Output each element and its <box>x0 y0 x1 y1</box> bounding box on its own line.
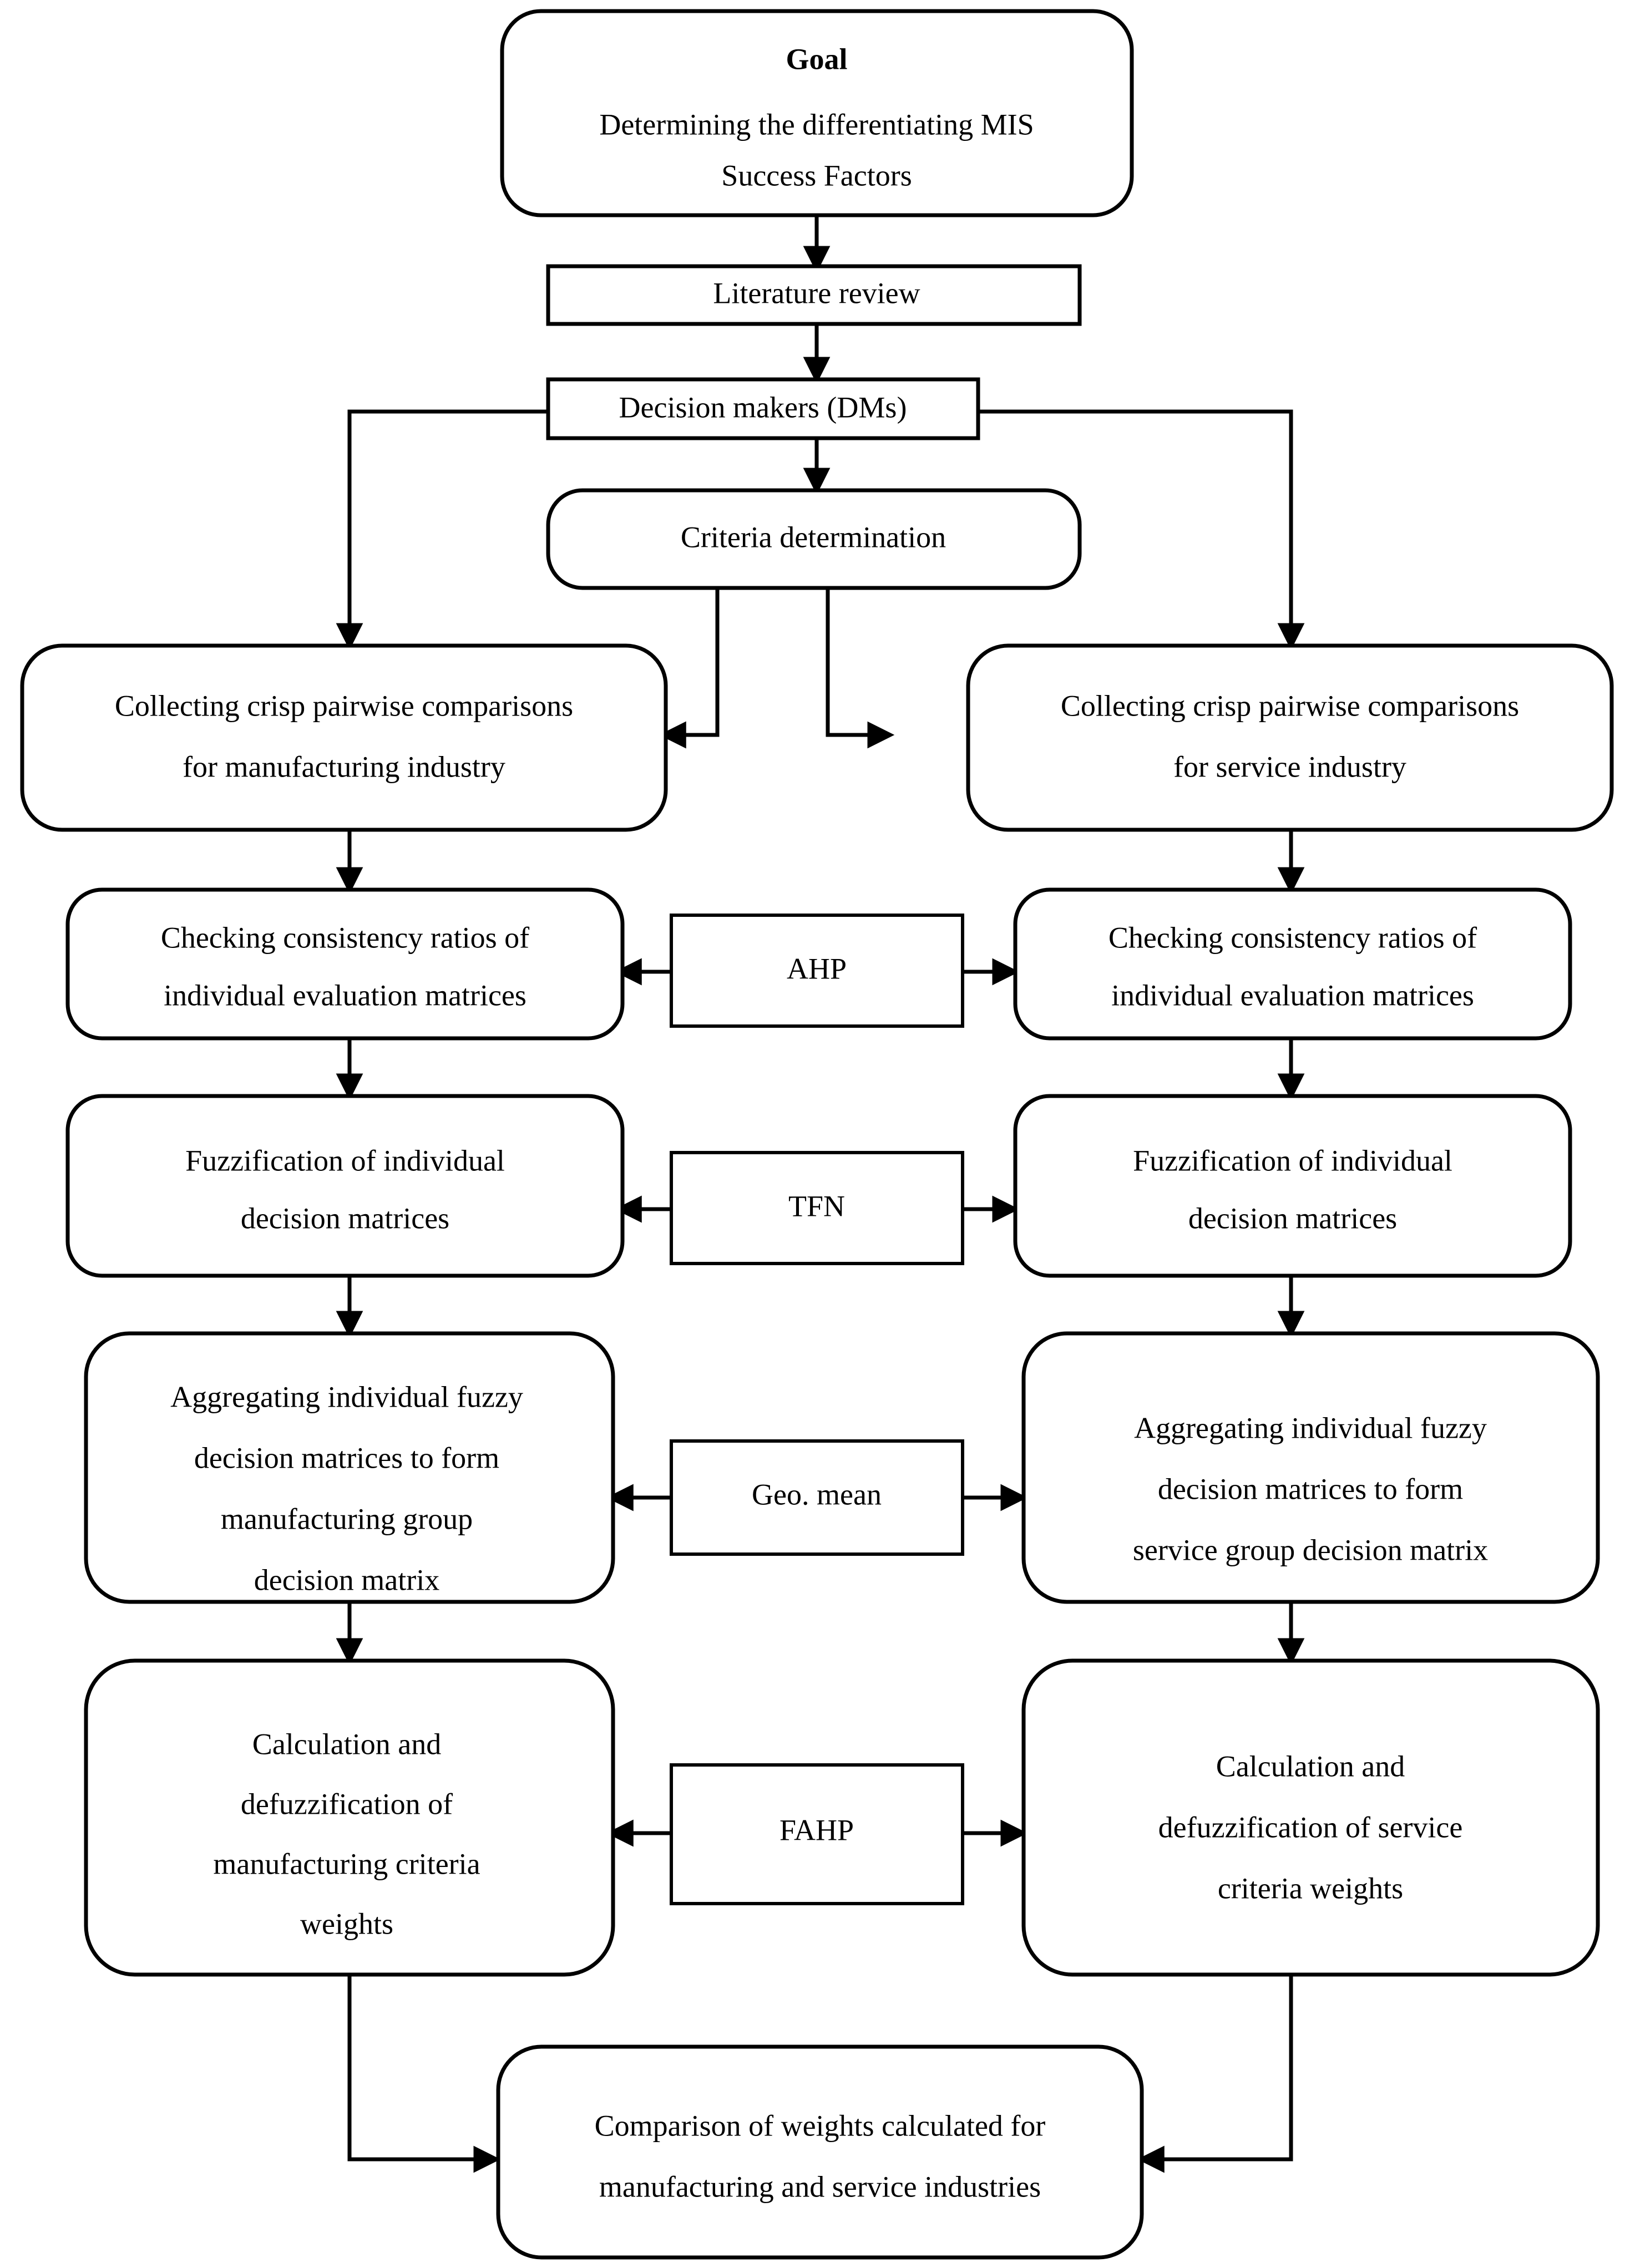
node-collect-manufacturing-line1: Collecting crisp pairwise comparisons <box>115 689 573 722</box>
node-criteria-determination[interactable]: Criteria determination <box>546 488 1082 590</box>
connector-weights-manufacturing-to-comparison <box>347 1975 501 2173</box>
node-aggregate-service-line2: decision matrices to form <box>1158 1472 1463 1505</box>
node-ahp[interactable]: AHP <box>670 914 964 1028</box>
node-fahp-shape <box>670 1763 964 1905</box>
node-fuzzification-manufacturing-shape <box>65 1094 625 1278</box>
node-literature-review[interactable]: Literature review <box>546 264 1082 326</box>
node-weights-manufacturing-shape <box>84 1658 615 1977</box>
node-goal-heading: Goal <box>786 42 847 75</box>
node-collect-manufacturing[interactable]: Collecting crisp pairwise comparisons fo… <box>20 643 668 832</box>
node-collect-service-shape <box>966 643 1614 832</box>
node-weights-manufacturing-line4: weights <box>300 1907 393 1940</box>
node-check-cr-service-line2: individual evaluation matrices <box>1111 978 1474 1012</box>
node-decision-makers[interactable]: Decision makers (DMs) <box>546 377 980 440</box>
node-weights-service-line2: defuzzification of service <box>1158 1810 1463 1844</box>
node-aggregate-manufacturing-line4: decision matrix <box>254 1563 439 1596</box>
node-criteria-determination-label: Criteria determination <box>681 520 946 554</box>
node-tfn-label: TFN <box>788 1189 845 1222</box>
node-fuzzification-manufacturing-line1: Fuzzification of individual <box>185 1144 505 1177</box>
connector-criteria-to-collect-service <box>826 588 895 749</box>
node-aggregate-manufacturing-line3: manufacturing group <box>221 1502 473 1535</box>
node-aggregate-service-shape <box>1021 1331 1600 1604</box>
node-comparison-line1: Comparison of weights calculated for <box>595 2109 1046 2142</box>
node-weights-service[interactable]: Calculation and defuzzification of servi… <box>1021 1658 1600 1977</box>
node-weights-manufacturing[interactable]: Calculation and defuzzification of manuf… <box>84 1658 615 1977</box>
node-literature-review-label: Literature review <box>713 276 920 309</box>
node-fahp[interactable]: FAHP <box>670 1763 964 1905</box>
node-decision-makers-shape <box>546 377 980 440</box>
node-fuzzification-service[interactable]: Fuzzification of individual decision mat… <box>1013 1094 1572 1278</box>
node-collect-service-line2: for service industry <box>1173 750 1406 783</box>
node-fuzzification-manufacturing-line2: decision matrices <box>241 1201 449 1235</box>
node-aggregate-manufacturing-line1: Aggregating individual fuzzy <box>170 1380 523 1413</box>
connector-weights-service-to-comparison <box>1137 1975 1293 2173</box>
node-check-cr-manufacturing-line2: individual evaluation matrices <box>164 978 527 1012</box>
node-weights-manufacturing-line2: defuzzification of <box>241 1787 453 1820</box>
node-weights-service-line3: criteria weights <box>1218 1871 1403 1905</box>
node-check-cr-service-line1: Checking consistency ratios of <box>1108 921 1477 954</box>
node-geo-mean-label: Geo. mean <box>752 1478 882 1511</box>
node-tfn-shape <box>670 1151 964 1265</box>
node-fuzzification-service-line2: decision matrices <box>1188 1201 1397 1235</box>
node-weights-manufacturing-line3: manufacturing criteria <box>213 1847 480 1880</box>
node-literature-review-shape <box>546 264 1082 326</box>
node-goal-line1: Determining the differentiating MIS <box>599 108 1034 141</box>
node-comparison-line2: manufacturing and service industries <box>599 2170 1041 2203</box>
node-goal-line2: Success Factors <box>721 159 912 192</box>
node-collect-manufacturing-shape <box>20 643 668 832</box>
node-check-cr-manufacturing[interactable]: Checking consistency ratios of individua… <box>65 887 625 1041</box>
node-comparison[interactable]: Comparison of weights calculated for man… <box>496 2044 1144 2260</box>
node-fuzzification-service-shape <box>1013 1094 1572 1278</box>
node-check-cr-service-shape <box>1013 887 1572 1041</box>
node-aggregate-manufacturing-shape <box>84 1331 615 1604</box>
node-collect-manufacturing-line2: for manufacturing industry <box>183 750 505 783</box>
node-aggregate-service[interactable]: Aggregating individual fuzzy decision ma… <box>1021 1331 1600 1604</box>
node-aggregate-manufacturing[interactable]: Aggregating individual fuzzy decision ma… <box>84 1331 615 1604</box>
connector-criteria-to-collect-manufacturing <box>659 588 720 749</box>
node-comparison-shape <box>496 2044 1144 2260</box>
node-collect-service[interactable]: Collecting crisp pairwise comparisons fo… <box>966 643 1614 832</box>
node-weights-service-shape <box>1021 1658 1600 1977</box>
node-fuzzification-manufacturing[interactable]: Fuzzification of individual decision mat… <box>65 1094 625 1278</box>
node-fuzzification-service-line1: Fuzzification of individual <box>1133 1144 1452 1177</box>
node-check-cr-manufacturing-line1: Checking consistency ratios of <box>161 921 529 954</box>
node-ahp-label: AHP <box>787 952 847 985</box>
node-aggregate-service-line1: Aggregating individual fuzzy <box>1134 1411 1487 1444</box>
node-collect-service-line1: Collecting crisp pairwise comparisons <box>1061 689 1519 722</box>
node-aggregate-manufacturing-line2: decision matrices to form <box>194 1441 499 1474</box>
node-check-cr-service[interactable]: Checking consistency ratios of individua… <box>1013 887 1572 1041</box>
connector-dms-to-collect-service <box>975 409 1305 651</box>
node-weights-manufacturing-line1: Calculation and <box>252 1727 441 1760</box>
node-geo-mean[interactable]: Geo. mean <box>670 1439 964 1556</box>
node-goal-shape <box>500 9 1134 217</box>
node-aggregate-service-line3: service group decision matrix <box>1133 1533 1488 1566</box>
node-goal[interactable]: Goal Determining the differentiating MIS… <box>500 9 1134 217</box>
node-ahp-shape <box>670 914 964 1028</box>
connectors <box>336 215 1305 2173</box>
node-criteria-determination-shape <box>546 488 1082 590</box>
node-tfn[interactable]: TFN <box>670 1151 964 1265</box>
node-geo-mean-shape <box>670 1439 964 1556</box>
node-weights-service-line1: Calculation and <box>1216 1749 1405 1783</box>
node-decision-makers-label: Decision makers (DMs) <box>619 390 907 424</box>
node-check-cr-manufacturing-shape <box>65 887 625 1041</box>
node-fahp-label: FAHP <box>779 1813 854 1846</box>
